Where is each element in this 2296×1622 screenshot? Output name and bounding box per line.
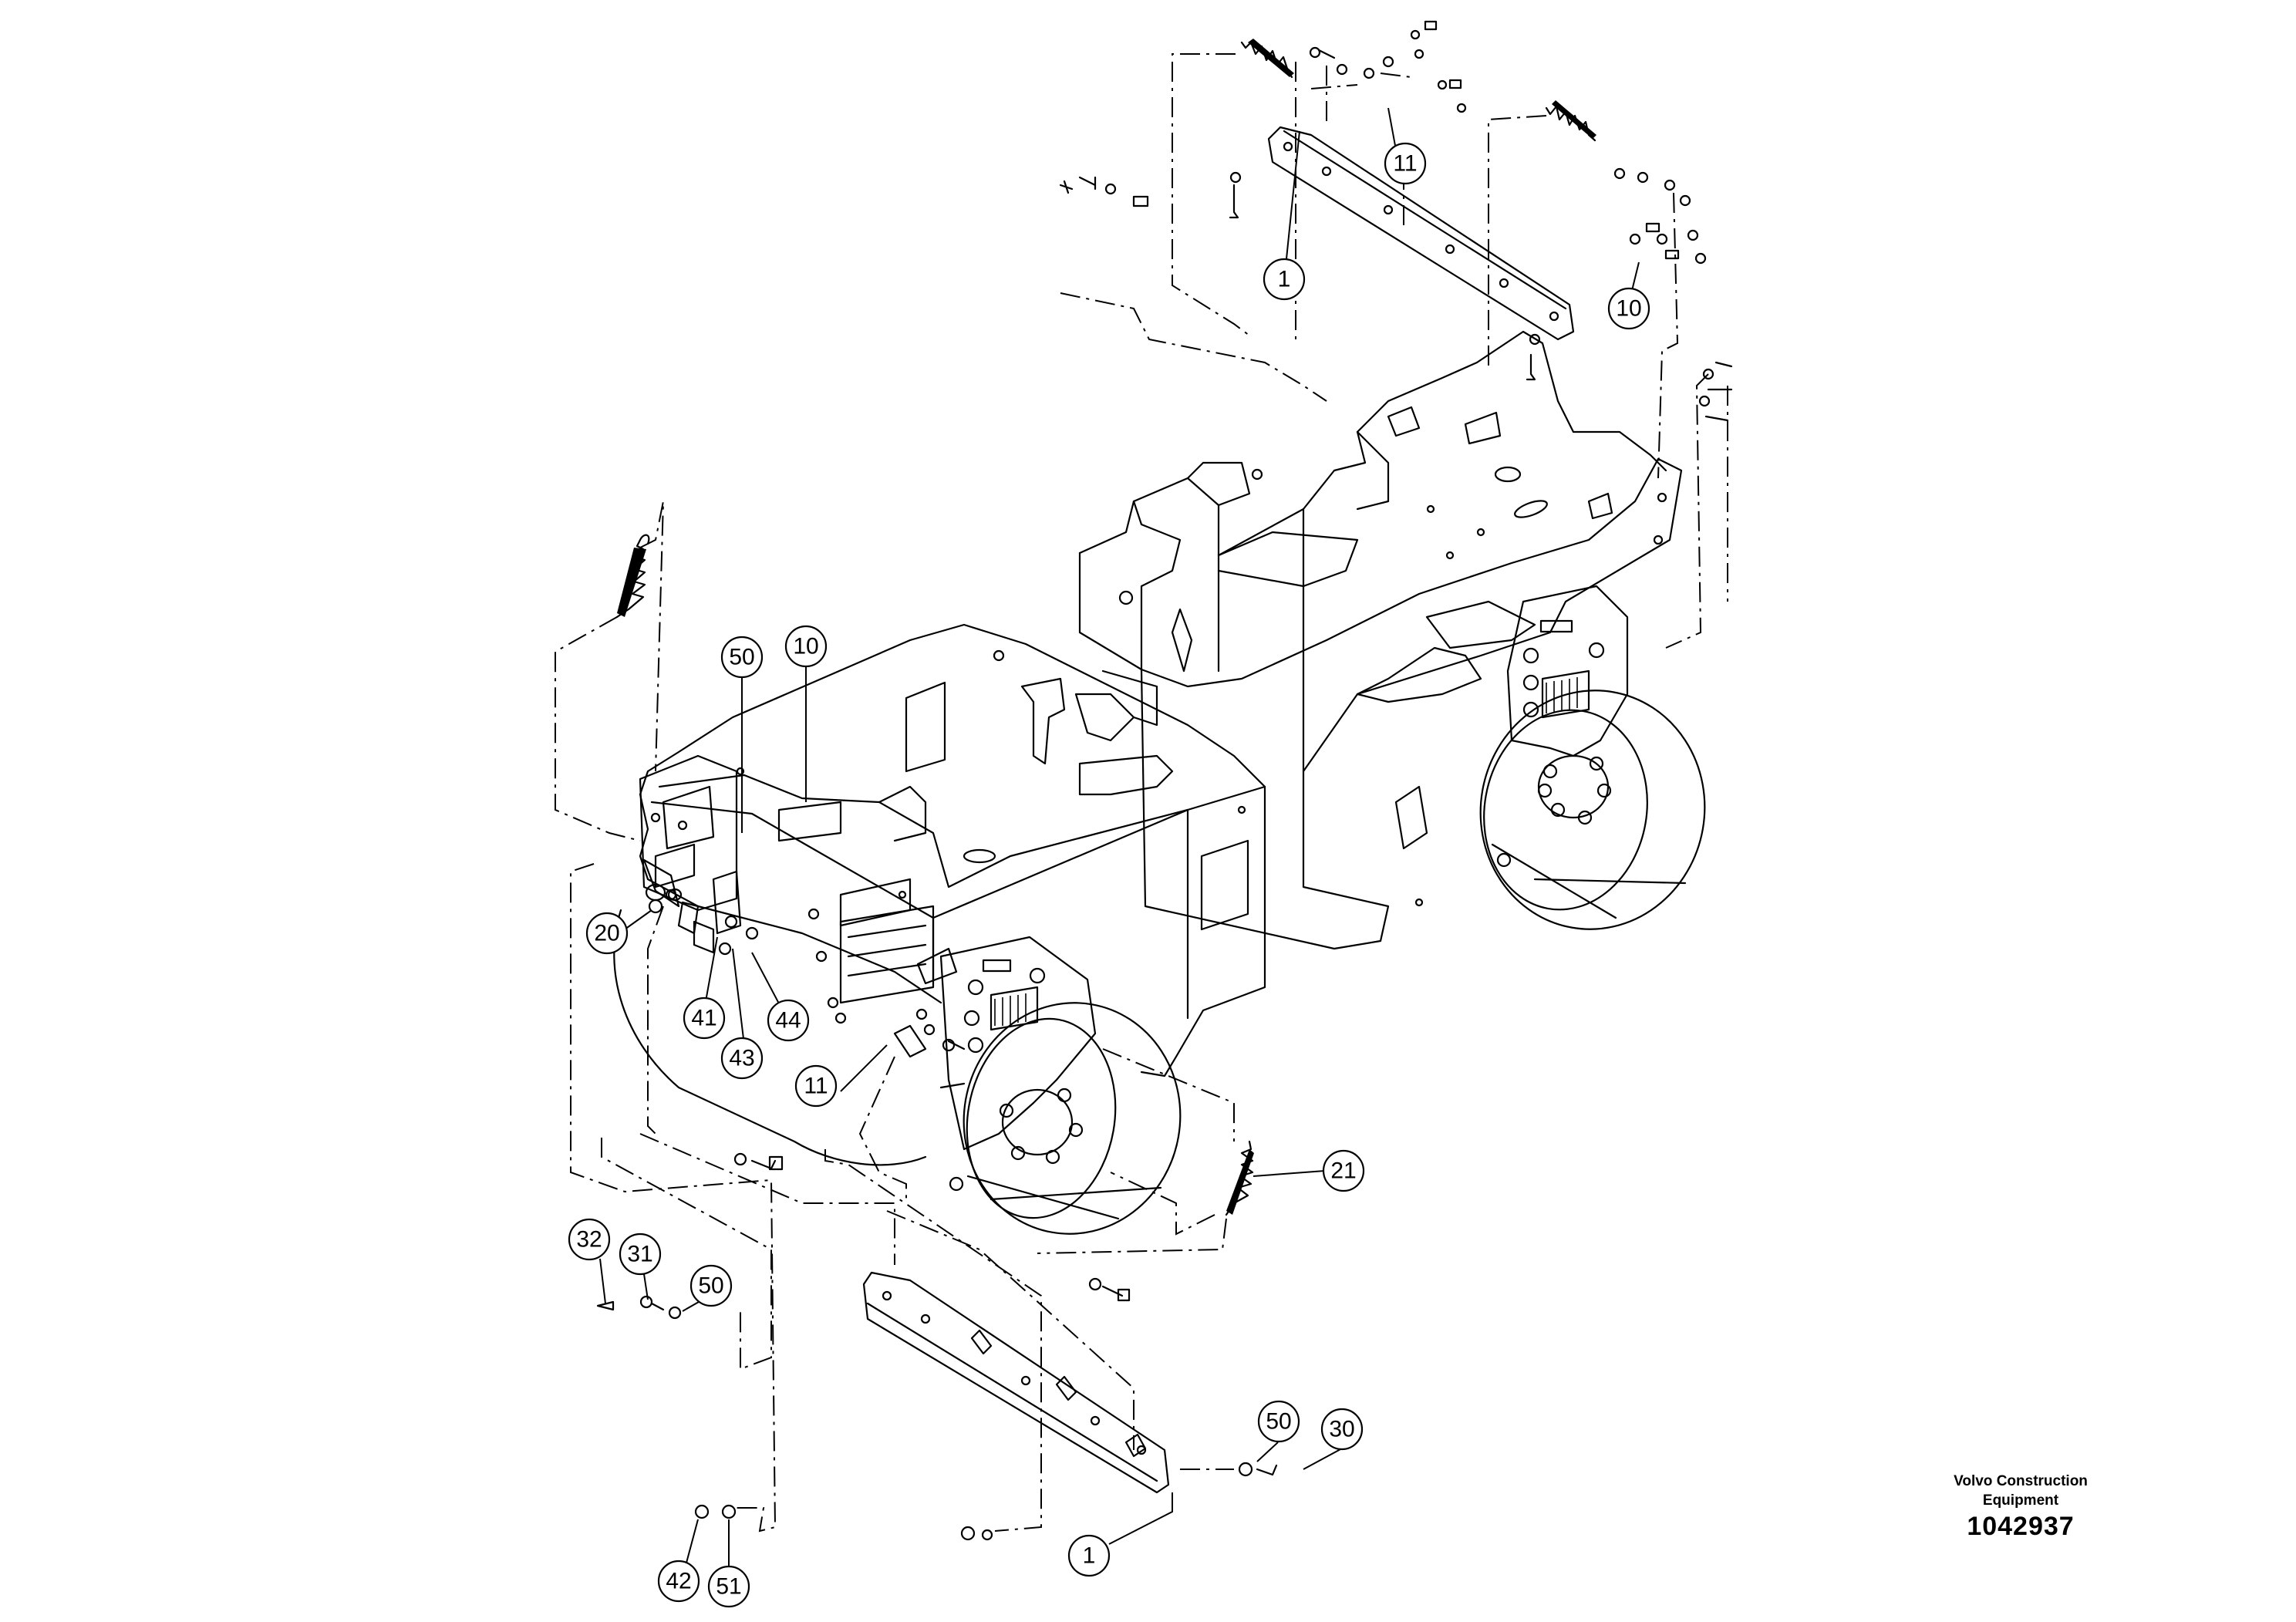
rear-frame: [1078, 330, 1706, 950]
bottom-hardware: [596, 1295, 1278, 1541]
svg-text:10: 10: [793, 634, 818, 659]
svg-text:51: 51: [716, 1574, 741, 1600]
callout-31-bottom: 31: [619, 1233, 662, 1276]
top-scraper: [1229, 20, 1575, 341]
svg-text:1: 1: [1278, 267, 1291, 292]
front-frame: [613, 623, 1266, 1235]
svg-text:32: 32: [576, 1227, 602, 1253]
callout-1-bottom: 1: [1067, 1534, 1111, 1577]
assembly-lines: [555, 53, 1728, 1533]
rear-drum: [1479, 585, 1706, 930]
svg-text:21: 21: [1330, 1158, 1356, 1184]
svg-text:1: 1: [1083, 1543, 1096, 1569]
svg-text:50: 50: [1266, 1409, 1291, 1435]
callout-43-front: 43: [720, 1037, 764, 1080]
svg-text:50: 50: [729, 645, 754, 670]
callout-10-top-right: 10: [1607, 287, 1650, 330]
svg-text:43: 43: [729, 1046, 754, 1071]
svg-text:50: 50: [698, 1273, 723, 1299]
svg-text:10: 10: [1616, 296, 1641, 322]
spring-left: [615, 534, 650, 619]
svg-text:20: 20: [594, 921, 619, 946]
callout-50-front: 50: [720, 636, 764, 679]
svg-text:41: 41: [691, 1006, 716, 1031]
callout-1-top: 1: [1263, 258, 1306, 301]
top-right-hardware: [1526, 100, 1733, 422]
callout-10-front: 10: [784, 625, 828, 668]
svg-text:30: 30: [1329, 1417, 1354, 1442]
callout-11-top: 11: [1384, 142, 1427, 185]
callout-32-bottom: 32: [568, 1218, 611, 1261]
front-drum: [613, 909, 1182, 1235]
svg-text:42: 42: [666, 1569, 691, 1594]
callout-50-bottom-right: 50: [1257, 1400, 1300, 1443]
bottom-scraper: [862, 1271, 1170, 1494]
callout-44-front: 44: [767, 999, 810, 1042]
callout-30-bottom: 30: [1320, 1408, 1364, 1451]
callout-20-front: 20: [585, 912, 629, 955]
front-hardware: [648, 176, 1149, 1302]
callout-51-bottom: 51: [707, 1565, 750, 1608]
svg-text:31: 31: [627, 1242, 652, 1267]
svg-text:44: 44: [775, 1008, 801, 1034]
spring-21: [1225, 1140, 1254, 1216]
callout-42-bottom: 42: [657, 1560, 700, 1603]
callout-11-front: 11: [794, 1064, 838, 1108]
callout-41-front: 41: [683, 996, 726, 1040]
document-number: 1042937: [1967, 1512, 2075, 1541]
callout-21-front: 21: [1322, 1149, 1365, 1192]
company-name: Volvo Construction Equipment: [1954, 1473, 2088, 1509]
svg-text:11: 11: [1393, 151, 1417, 177]
callout-50-bottom-left: 50: [689, 1264, 733, 1307]
svg-text:11: 11: [804, 1074, 828, 1099]
